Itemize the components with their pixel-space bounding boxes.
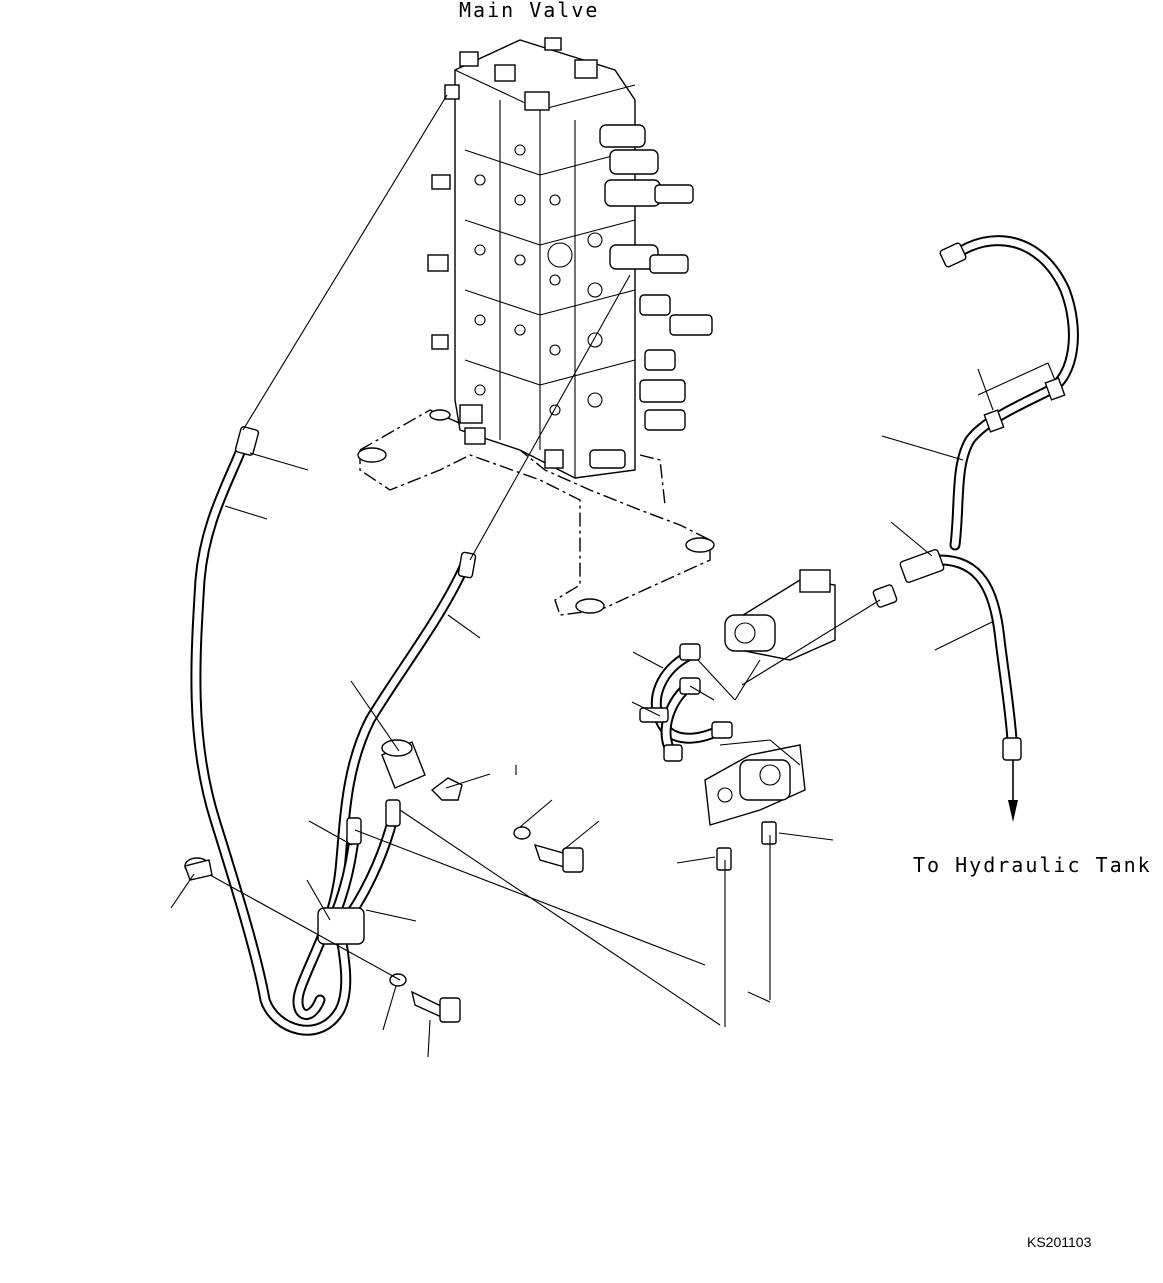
main-valve-label: Main Valve [459, 0, 600, 22]
left-hose-assembly [184, 426, 584, 1036]
drawing-code: KS201103 [1027, 1234, 1092, 1250]
leader-lines [170, 94, 1056, 1058]
main-valve [357, 37, 715, 616]
hydraulic-tank-label: To Hydraulic Tank [913, 853, 1152, 877]
right-hose-assembly [639, 235, 1079, 871]
